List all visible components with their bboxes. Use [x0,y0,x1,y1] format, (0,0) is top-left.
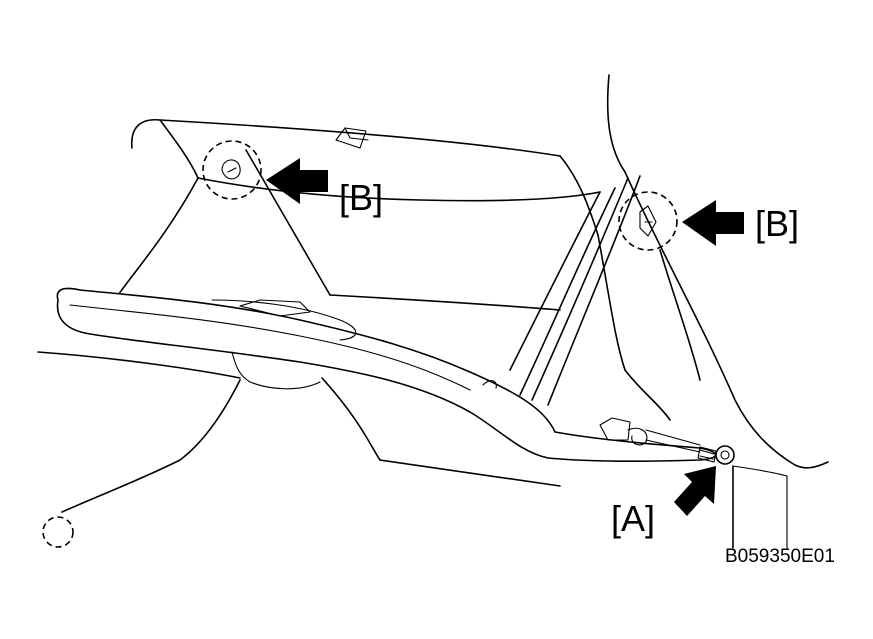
clip-callout-upper-right [618,191,678,251]
screw-icon [697,445,735,465]
clip-callout-lower-left [42,516,74,548]
leader-lines [732,465,788,549]
arrow-icon-clip-left [266,158,328,204]
clip-icon-left [221,159,241,180]
clip-icon-right [639,205,657,237]
clip-callout-upper-left [202,140,262,200]
glove-box-door [56,287,717,463]
figure-code: B059350E01 [725,546,835,567]
label-screw: [A] [611,498,656,539]
dashboard-outline [37,74,829,513]
label-clip-upper-right: [B] [755,203,800,244]
arrow-icon-screw [674,466,716,516]
hinge-detail [599,417,701,453]
label-clip-upper-left: [B] [339,177,384,218]
arrow-icon-clip-right [682,200,744,246]
